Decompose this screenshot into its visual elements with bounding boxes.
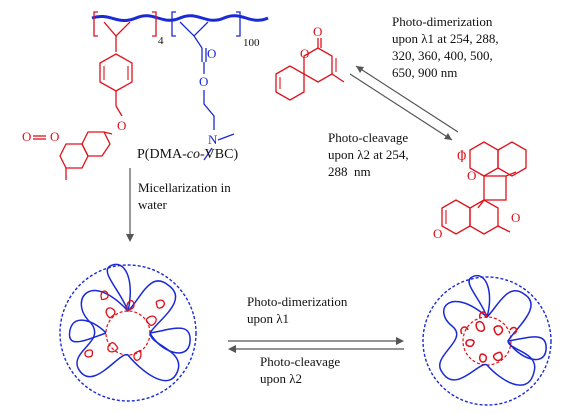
arrowhead-reverse-bottom [228, 345, 236, 353]
top-forward-label-4: 650, 900 nm [392, 65, 458, 80]
arrowhead-reverse-top [356, 66, 364, 73]
top-reverse-label-1: Photo-cleavage [328, 130, 409, 145]
micellization-label-1: Micellarization in [138, 180, 231, 195]
micelle-left-chains [76, 280, 180, 382]
polymer-backbone [91, 14, 269, 23]
ester-oxygen-1: O [207, 46, 216, 61]
coumarin-ring-oxygen: O [300, 46, 309, 61]
coumarin-dimer: O O O O [433, 141, 527, 241]
coumarin-benzene-ring [275, 65, 305, 101]
micelle-right-boundary [422, 276, 552, 406]
dimer-lower-benzene [441, 199, 471, 235]
micelle-left-boundary [59, 264, 197, 402]
cyclobutane-ring [483, 175, 507, 201]
micelle-left [59, 263, 197, 402]
top-forward-label-2: upon λ1 at 254, 288, [392, 31, 499, 46]
ester-oxygen-2: O [199, 74, 208, 89]
top-reverse-label-2: upon λ2 at 254, [328, 147, 409, 162]
ether-oxygen: O [117, 118, 126, 133]
dimer-oxygen-mid: O [467, 168, 476, 183]
coumarin-monomer: O O [275, 24, 345, 101]
micelle-right-chains [439, 290, 536, 386]
polymer-structure: 4 100 O O O O O N [22, 11, 269, 180]
subscript-100: 100 [243, 37, 260, 49]
coumarin-carbonyl-oxygen: O [313, 24, 322, 39]
bracket-right-2 [236, 11, 241, 37]
dimer-oxygen-top: O [457, 148, 466, 163]
bottom-reverse-label-1: Photo-cleavage [260, 354, 341, 369]
dimer-lower-pyrone [469, 199, 499, 235]
arrowhead-micellization [126, 234, 134, 242]
subscript-4: 4 [158, 35, 164, 47]
coumarin-pyrone-ring [303, 47, 333, 83]
polymer-coumarin-pyrone [59, 143, 89, 169]
bracket-right-1 [152, 11, 157, 37]
arrowhead-forward-top [444, 133, 452, 140]
micelle-left-core [105, 310, 151, 356]
polymer-name: P(DMA-co-VBC) [137, 147, 238, 162]
bracket-left-1 [93, 11, 98, 37]
dimer-oxygen-right: O [511, 210, 520, 225]
top-reverse-label-3: 288 nm [328, 164, 371, 179]
vbc-benzene-ring [99, 53, 133, 92]
top-forward-label-3: 320, 360, 400, 500, [392, 48, 493, 63]
lactone-oxygen: O [50, 129, 59, 144]
arrowhead-forward-bottom [396, 337, 404, 345]
arrows [126, 65, 459, 353]
micelle-right [422, 274, 552, 406]
amine-nitrogen: N [208, 132, 218, 147]
bottom-forward-label-2: upon λ1 [247, 311, 290, 326]
dimer-upper-benzene [497, 141, 527, 177]
bottom-forward-label-1: Photo-dimerization [247, 294, 348, 309]
carbonyl-oxygen: O [22, 129, 31, 144]
micellization-label-2: water [138, 197, 167, 212]
dimer-oxygen-bottom: O [433, 226, 442, 241]
bracket-left-2 [171, 11, 176, 37]
bottom-reverse-label-2: upon λ2 [260, 371, 303, 386]
top-forward-label-1: Photo-dimerization [392, 14, 493, 29]
